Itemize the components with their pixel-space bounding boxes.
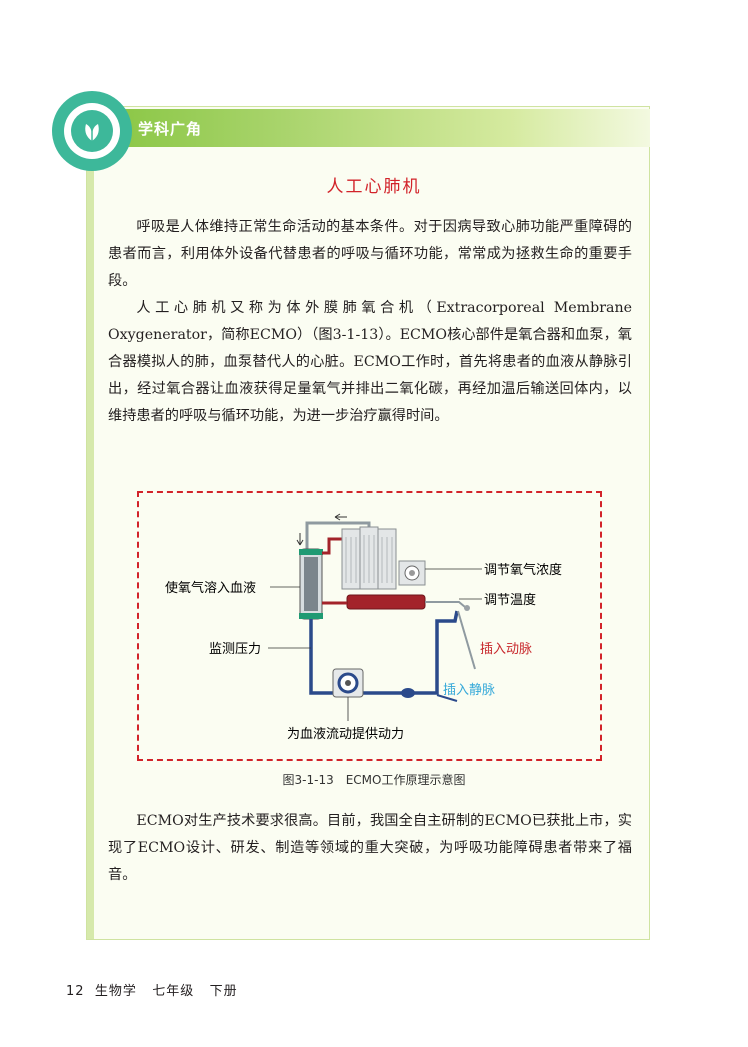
grade: 七年级 — [152, 984, 195, 999]
ecmo-diagram: 使氧气溶入血液 调节氧气浓度 调节温度 监测压力 插入动脉 插入静脉 为血液流动… — [165, 513, 562, 742]
leaf-logo-icon — [52, 91, 132, 171]
paragraph-2: 人工心肺机又称为体外膜肺氧合机（Extracorporeal Membrane … — [108, 300, 632, 424]
label-adjust-oxygen: 调节氧气浓度 — [484, 562, 562, 578]
section-header-bar — [86, 109, 650, 147]
label-adjust-temp: 调节温度 — [484, 592, 536, 608]
article-title: 人工心肺机 — [326, 177, 422, 197]
label-insert-vein: 插入静脉 — [443, 683, 495, 698]
figure-caption: 图3-1-13 ECMO工作原理示意图 — [282, 773, 466, 787]
paragraph-3: ECMO对生产技术要求很高。目前，我国全自主研制的ECMO已获批上市，实现了EC… — [108, 813, 632, 883]
page-footer: 12 生物学 七年级 下册 — [66, 980, 238, 999]
box-left-stripe — [87, 107, 94, 939]
volume: 下册 — [209, 984, 238, 999]
label-insert-artery: 插入动脉 — [480, 642, 532, 657]
paragraph-1: 呼吸是人体维持正常生命活动的基本条件。对于因病导致心肺功能严重障碍的患者而言，利… — [108, 219, 632, 289]
label-monitor-pressure: 监测压力 — [209, 642, 261, 657]
section-label: 学科广角 — [138, 120, 203, 138]
label-oxygen-dissolve: 使氧气溶入血液 — [165, 580, 256, 596]
book-name: 生物学 — [94, 984, 137, 999]
figure-frame — [137, 491, 602, 761]
page-number: 12 — [66, 984, 85, 999]
label-pump-power: 为血液流动提供动力 — [287, 726, 404, 742]
